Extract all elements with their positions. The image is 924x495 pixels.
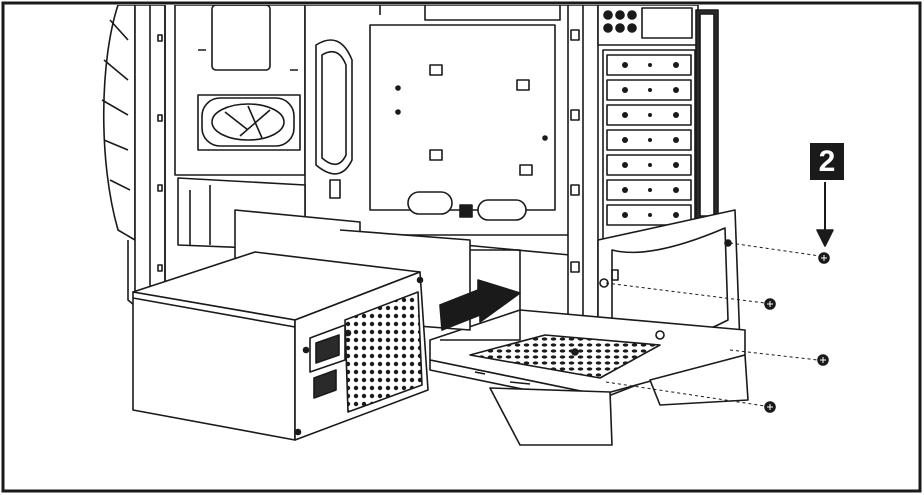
insert-arrow-icon	[439, 279, 521, 331]
expansion-slot-covers	[602, 49, 696, 241]
psu-vent-grille	[344, 291, 423, 413]
chassis-floor	[429, 249, 749, 446]
step-number-badge: 2	[810, 143, 844, 180]
front-fan-shroud	[101, 5, 141, 311]
power-switch	[313, 369, 337, 399]
rear-panel	[567, 5, 741, 401]
rear-fan-opening	[201, 97, 295, 147]
arrow-down-icon	[816, 182, 834, 247]
psu-icon	[132, 251, 429, 441]
motherboard-tray	[304, 5, 571, 256]
screw-guide-lines	[605, 242, 821, 407]
dust-filter-mesh	[469, 334, 661, 379]
